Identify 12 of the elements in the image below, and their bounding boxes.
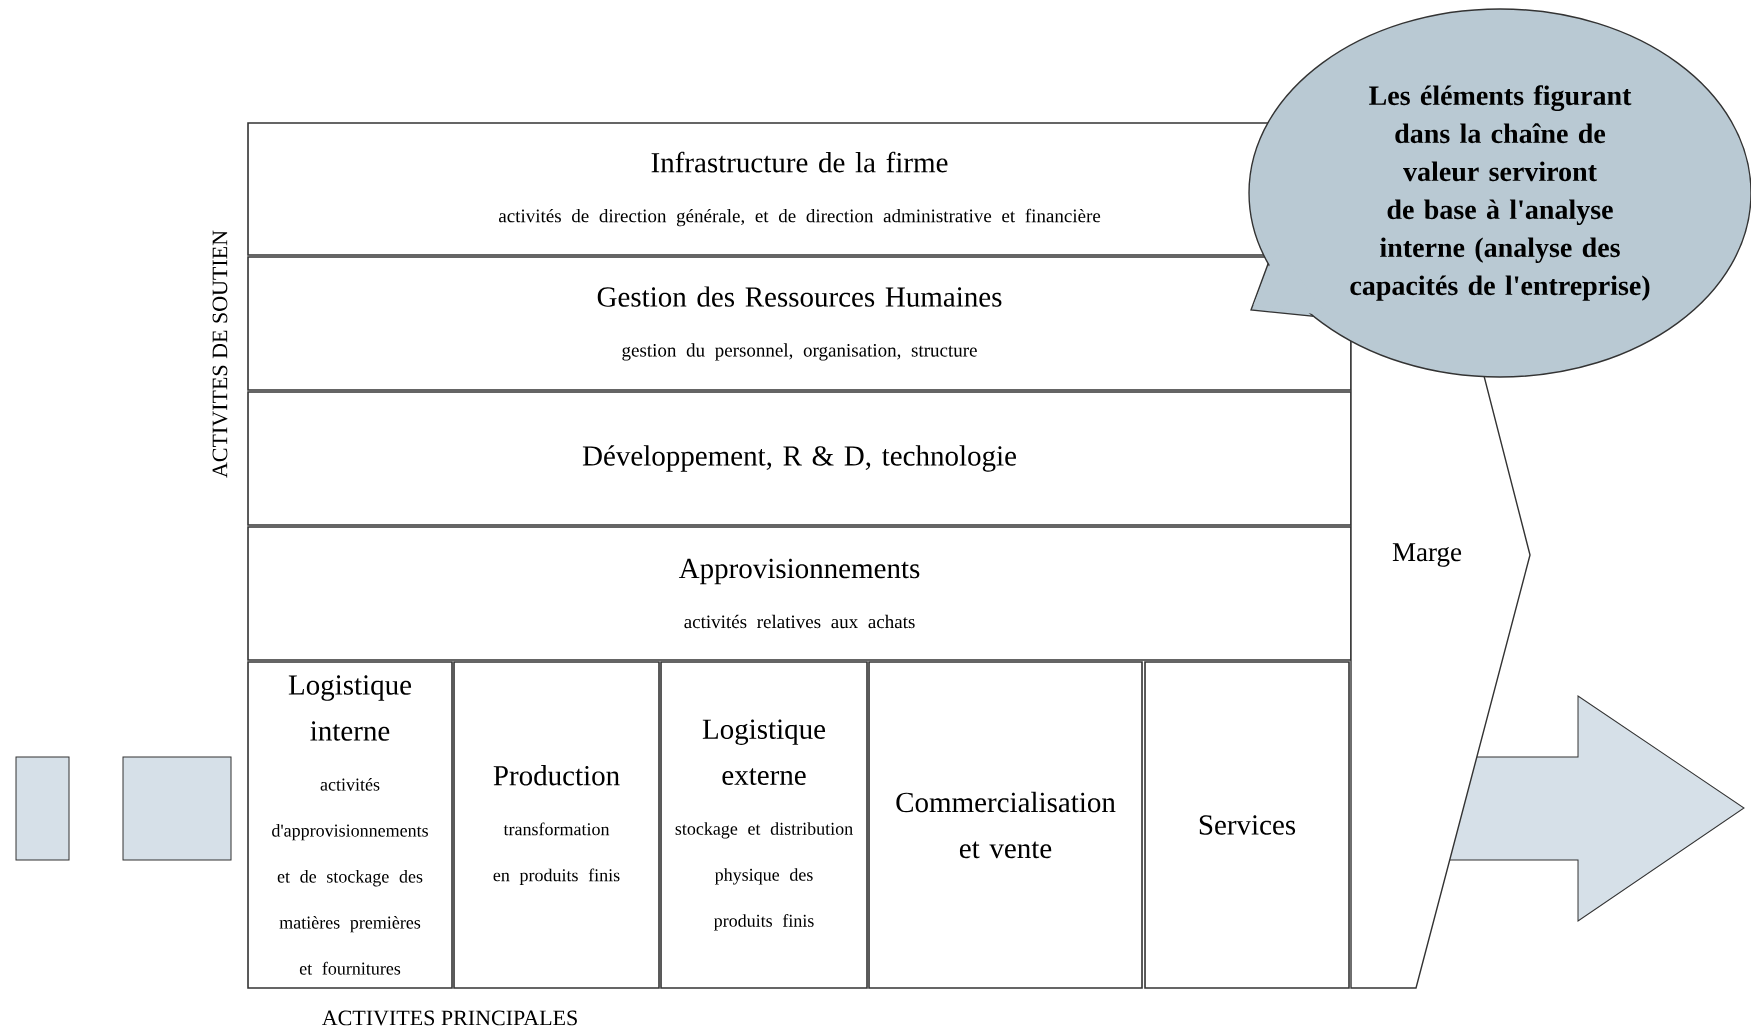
square xyxy=(15,756,70,861)
side-label: ACTIVITES DE SOUTIEN xyxy=(212,230,228,478)
activity-column: Logistique interne activités d'approvisionnements et de stockage des matières premières et fournitures xyxy=(247,661,453,989)
activity-column: Services xyxy=(1144,661,1350,989)
activity-box: Développement, R & D, technologie xyxy=(247,391,1352,526)
activity-column: Logistique externe stockage et distribution physique des produits finis xyxy=(660,661,868,989)
bottom-label: ACTIVITES PRINCIPALES xyxy=(322,1010,577,1026)
activity-box: Approvisionnements activités relatives aux achats xyxy=(247,526,1352,661)
activity-column: Commercialisation et vente xyxy=(868,661,1143,989)
callout-tooltip: Les éléments figurant dans la chaîne de valeur serviront de base à l'analyse interne (analyse des capacités de l'entreprise) xyxy=(1248,8,1751,378)
activity-column: Production transformation en produits finis xyxy=(453,661,660,989)
square xyxy=(122,756,232,861)
